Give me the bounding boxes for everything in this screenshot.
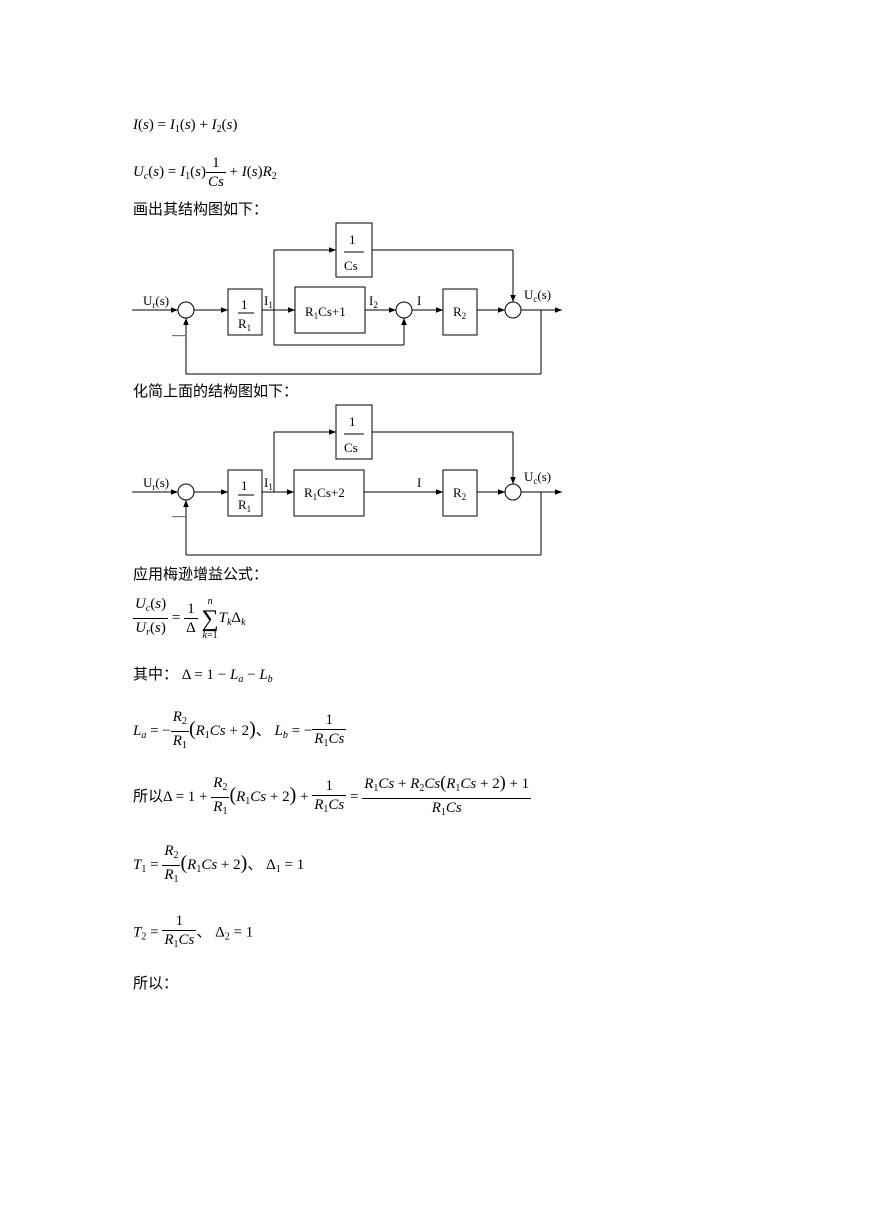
block-r2 <box>442 288 478 336</box>
svg-text:I1: I1 <box>264 293 273 310</box>
svg-text:—: — <box>171 508 186 523</box>
svg-text:Uc(s): Uc(s) <box>524 287 551 304</box>
svg-text:R1Cs+1: R1Cs+1 <box>305 304 346 321</box>
svg-text:Ur(s): Ur(s) <box>143 475 169 492</box>
svg-text:R1Cs+2: R1Cs+2 <box>304 485 345 502</box>
text-draw-diagram: 画出其结构图如下： <box>133 200 269 218</box>
summing-junction-current <box>395 301 413 319</box>
equation-current-sum: I(s) = I1(s) + I2(s) <box>133 117 238 135</box>
text-therefore: 所以： <box>133 974 179 992</box>
svg-text:Cs: Cs <box>344 258 358 273</box>
block-diagram-original: Ur(s) — 1 R1 1 Cs I1 R1Cs+1 I2 I R2 Uc(s… <box>132 222 562 375</box>
svg-text:I: I <box>417 475 421 490</box>
svg-text:R2: R2 <box>453 485 466 502</box>
summing-junction-output <box>504 301 522 319</box>
svg-text:I1: I1 <box>264 475 273 492</box>
block-diagram-simplified: Ur(s) — 1 R1 1 Cs I1 R1Cs+2 I R2 Uc(s) <box>132 404 562 556</box>
svg-text:R1: R1 <box>238 497 251 514</box>
svg-text:—: — <box>171 327 186 342</box>
svg-text:Cs: Cs <box>344 440 358 455</box>
svg-text:Ur(s): Ur(s) <box>143 293 169 310</box>
text-mason-formula: 应用梅逊增益公式： <box>133 565 269 583</box>
svg-text:1: 1 <box>349 414 356 429</box>
svg-text:I: I <box>417 293 421 308</box>
svg-text:R2: R2 <box>453 304 466 321</box>
svg-text:I2: I2 <box>369 293 378 310</box>
svg-text:1: 1 <box>241 478 248 493</box>
equation-delta-definition: 其中： Δ = 1 − La − Lb <box>133 665 273 685</box>
svg-text:Uc(s): Uc(s) <box>524 469 551 486</box>
summing-junction-input <box>177 301 195 319</box>
block-gain <box>227 288 263 336</box>
svg-text:1: 1 <box>241 297 248 312</box>
text-simplify-diagram: 化简上面的结构图如下： <box>133 382 299 400</box>
svg-text:1: 1 <box>349 232 356 247</box>
svg-text:R1: R1 <box>238 316 251 333</box>
